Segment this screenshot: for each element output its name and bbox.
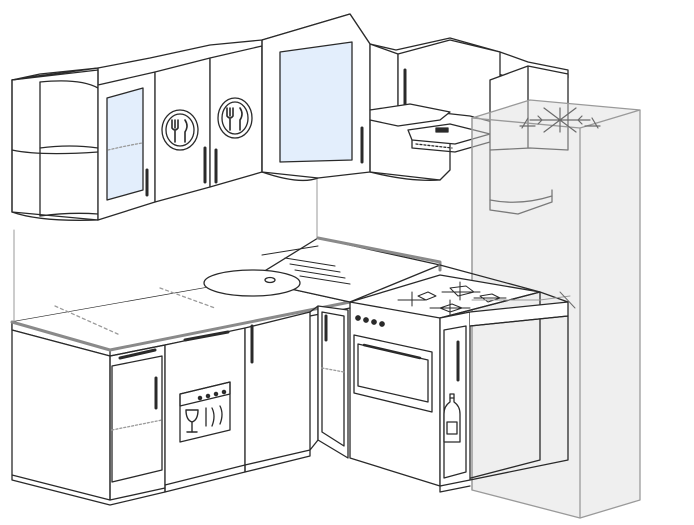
- lower-cabinets: [11, 301, 569, 506]
- wall-outline: [13, 174, 318, 326]
- bottle-cabinet: [439, 301, 569, 493]
- stove-knobs: [355, 315, 385, 327]
- fork-knife-icon: [217, 97, 253, 139]
- sink: [203, 245, 351, 297]
- corner-glass-cabinet: [261, 13, 371, 182]
- cabinet-cutlery-1: [154, 57, 211, 203]
- refrigerator-overlay: [471, 291, 576, 309]
- upper-cabinet-right: [369, 39, 501, 181]
- snowflake-icon: [519, 107, 601, 133]
- worktop: [10, 236, 569, 357]
- glass-panel: [279, 41, 353, 163]
- wine-glass-icon: [185, 409, 199, 433]
- base-cabinet-corner: [244, 305, 349, 473]
- upper-cabinets: [11, 13, 569, 221]
- fork-knife-icon: [161, 109, 199, 151]
- glass-cabinet-left: [97, 71, 156, 221]
- cabinet-cutlery-2: [209, 45, 263, 188]
- glass-panel: [106, 87, 144, 201]
- oven-door: [353, 334, 433, 413]
- dishwasher: [164, 327, 246, 493]
- base-cabinet-left: [11, 329, 166, 506]
- stove: [349, 274, 541, 487]
- open-shelf-unit: [11, 69, 99, 221]
- bottle-icon: [443, 393, 461, 443]
